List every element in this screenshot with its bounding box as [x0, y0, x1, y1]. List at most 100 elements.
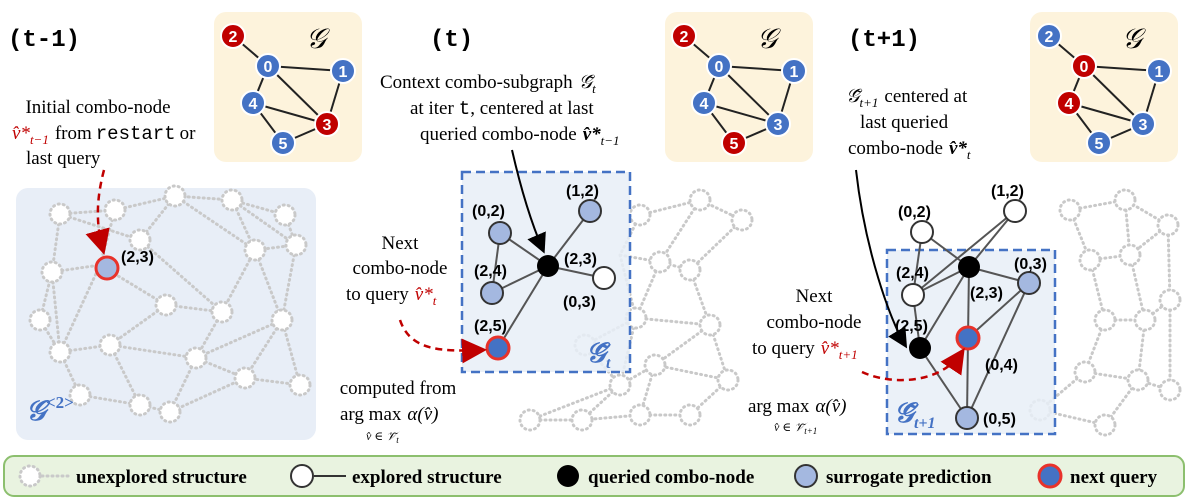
caption-prev-line1: Initial combo-node	[25, 97, 170, 118]
node-1-2	[578, 199, 602, 223]
argmax-sub-next: v̂ ∈ 𝒱̃t+1	[774, 420, 817, 436]
node-2-5-queried	[909, 337, 931, 359]
panel-next-title: (t+1)	[848, 27, 920, 54]
legend-surrogate-label: surrogate prediction	[826, 467, 992, 488]
node-0-2	[910, 220, 934, 244]
small-node-label: 3	[323, 117, 332, 134]
small-node-5	[721, 130, 747, 156]
panel-prev: (t-1) 𝒢 2 0 1 4 3 5 Initia	[8, 12, 362, 440]
node-label: (0,4)	[985, 357, 1018, 374]
legend-queried-icon	[557, 465, 579, 487]
node-1-2	[1003, 199, 1027, 223]
caption-prev-line3: last query	[26, 148, 101, 169]
node-label: (1,2)	[566, 183, 599, 200]
node-2-4	[480, 281, 504, 305]
panel-prev-title: (t-1)	[8, 27, 80, 54]
node-2-3-queried	[958, 256, 980, 278]
panel-curr-title: (t)	[430, 27, 473, 54]
legend-explored-icon	[290, 464, 314, 488]
node-label: (2,5)	[474, 318, 507, 335]
small-node-3	[1130, 111, 1156, 137]
argmax-sub-curr: v̂ ∈ 𝒱̃t	[366, 429, 400, 445]
context-arrow	[511, 149, 546, 254]
node-label: (2,5)	[895, 318, 928, 335]
next-caption-next-2: combo-node	[767, 312, 862, 333]
small-node-label: 1	[790, 64, 799, 81]
small-node-label: 1	[1155, 64, 1164, 81]
computed-from-label: computed from	[340, 378, 457, 399]
node-2-4	[901, 283, 925, 307]
small-node-2	[1036, 23, 1062, 49]
small-node-5	[1086, 130, 1112, 156]
node-2-3-queried	[537, 255, 559, 277]
context-caption-next-2: last queried	[860, 112, 949, 133]
small-node-0	[255, 53, 281, 79]
small-node-1	[330, 58, 356, 84]
node-label: (2,4)	[474, 263, 507, 280]
initial-arrow	[85, 169, 110, 255]
panel-next: (t+1) 𝒢 2 0 1 4 3 5 𝒢̃t+1	[748, 12, 1182, 437]
small-node-2	[671, 23, 697, 49]
small-node-label: 4	[700, 96, 709, 113]
node-0-3	[592, 266, 616, 290]
next-caption-next-1: Next	[796, 286, 834, 307]
next-query-arrow	[398, 319, 487, 364]
panel-curr: (t) 𝒢 2 0 1 4 3 5 Context	[340, 12, 813, 445]
node-label: (0,2)	[898, 204, 931, 221]
small-node-label: 2	[1045, 29, 1054, 46]
small-node-3	[314, 111, 340, 137]
node-0-4-next-query	[955, 325, 981, 351]
small-node-4	[691, 90, 717, 116]
unexplored-graph-prev	[28, 184, 312, 424]
unexplored-graph-curr	[518, 188, 754, 432]
legend-queried-label: queried combo-node	[588, 467, 754, 488]
initial-node-label: (2,3)	[121, 249, 154, 266]
node-label: (0,2)	[472, 203, 505, 220]
small-node-label: 2	[229, 29, 238, 46]
small-graph-next: 𝒢 2 0 1 4 3 5	[1030, 12, 1178, 162]
small-node-0	[706, 53, 732, 79]
legend: unexplored structure explored structure …	[3, 455, 1185, 497]
small-node-4	[1056, 90, 1082, 116]
node-0-2	[488, 221, 512, 245]
context-arrow-next	[855, 169, 908, 349]
next-caption-curr-2: combo-node	[353, 258, 448, 279]
small-node-label: 3	[774, 117, 783, 134]
node-label: (2,3)	[564, 251, 597, 268]
node-label: (2,3)	[970, 285, 1003, 302]
small-node-1	[1146, 58, 1172, 84]
small-graph-curr: 𝒢 2 0 1 4 3 5	[665, 12, 813, 162]
legend-next-query-label: next query	[1070, 467, 1158, 488]
legend-explored-label: explored structure	[352, 467, 502, 488]
small-node-2	[220, 23, 246, 49]
next-query-arrow-next	[861, 347, 965, 382]
small-node-label: 0	[715, 59, 724, 76]
small-node-label: 2	[680, 29, 689, 46]
node-0-3	[1017, 271, 1041, 295]
small-node-label: 0	[264, 59, 273, 76]
next-caption-curr-1: Next	[382, 233, 420, 254]
initial-combo-node	[94, 255, 120, 281]
small-node-label: 1	[339, 64, 348, 81]
node-label: (0,3)	[563, 294, 596, 311]
node-2-5-next-query	[485, 335, 511, 361]
small-node-4	[240, 90, 266, 116]
small-node-label: 5	[730, 136, 739, 153]
small-node-label: 5	[1095, 136, 1104, 153]
small-node-label: 4	[1065, 96, 1074, 113]
node-label: (2,4)	[896, 265, 929, 282]
small-node-1	[781, 58, 807, 84]
small-graph-prev: 𝒢 2 0 1 4 3 5	[214, 12, 362, 162]
node-0-5	[955, 406, 979, 430]
small-node-label: 4	[249, 96, 258, 113]
legend-surrogate-icon	[794, 464, 818, 488]
